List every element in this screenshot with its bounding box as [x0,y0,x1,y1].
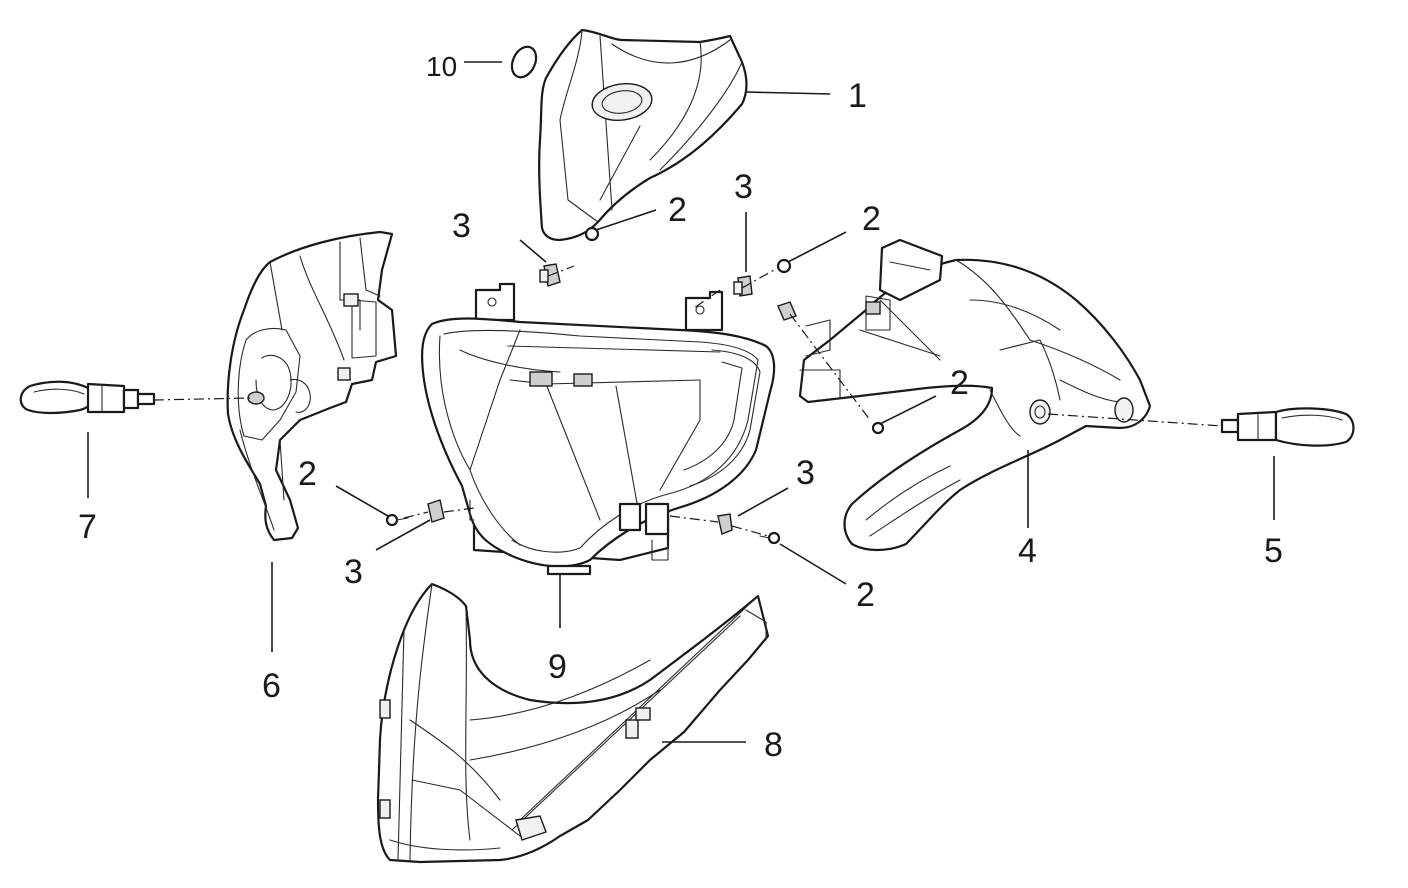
callout-3-upper-left: 3 [452,207,471,245]
part-8-lower-front-cover [376,582,770,864]
part-5-right-indicator [1220,407,1355,447]
part-7-left-indicator [19,380,156,415]
callout-6: 6 [262,667,281,705]
nut-3-lower-right [717,513,733,535]
callout-2-lower-right: 2 [856,576,875,614]
callout-10: 10 [426,51,457,82]
callout-3-lower-left: 3 [344,553,363,591]
assembly-center-lines [153,265,1223,537]
callout-2-upper-right: 2 [862,200,881,238]
callout-3-upper-right: 3 [734,168,753,206]
part-10-o-ring [510,45,538,79]
part-1-top-cover [538,28,748,242]
callout-2-lower-left: 2 [298,455,317,493]
part-4-right-side-cover [798,238,1152,552]
callout-1: 1 [848,77,867,115]
leader-lines [87,61,1275,743]
part-6-left-side-cover [226,230,398,542]
part-9-headlight [421,282,776,576]
screw-2-b [776,258,792,274]
callout-2-upper-left: 2 [668,191,687,229]
callout-4: 4 [1018,532,1037,570]
nut-3-lower-left [427,499,445,523]
screw-2-c [385,513,409,527]
screw-2-e [871,421,885,435]
callout-5: 5 [1264,532,1283,570]
callout-3-lower-right: 3 [796,454,815,492]
screw-2-d [759,531,781,545]
callout-7: 7 [78,508,97,546]
callout-9: 9 [548,648,567,686]
screw-2-a [584,226,600,242]
callout-8: 8 [764,726,783,764]
nut-3-right-cover [777,301,797,321]
callout-2-right-cover: 2 [950,364,969,402]
nut-3-upper-right [733,275,753,297]
